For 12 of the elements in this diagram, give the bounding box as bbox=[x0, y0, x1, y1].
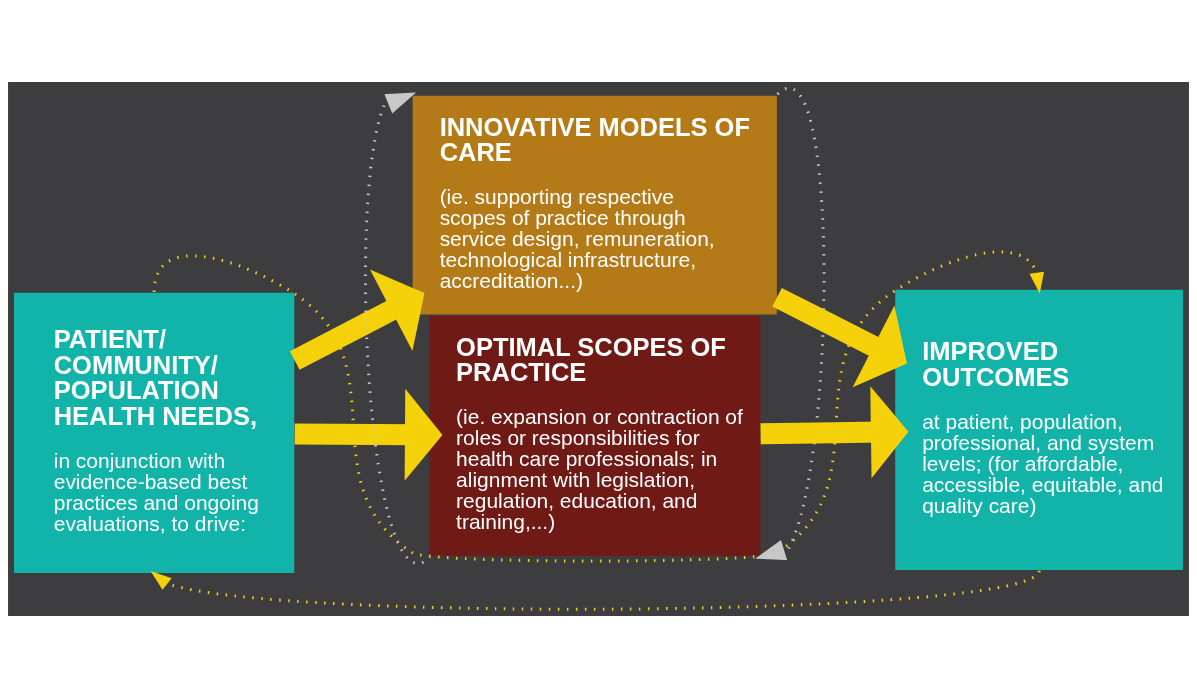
node-box: PATIENT/ COMMUNITY/ POPULATION HEALTH NEEDS, in conjunction with evidence-based best practices and ongoing evaluations, to drive: bbox=[14, 292, 295, 574]
node-box: OPTIMAL SCOPES OF PRACTICE (ie. expansion or contraction of roles or responsibilities for health care professionals; in alignment with legislation, regulation, education, and training,...) bbox=[429, 316, 761, 556]
arrow bbox=[760, 386, 909, 479]
node-box: IMPROVED OUTCOMES at patient, population, professional, and system levels; (for affordable, accessible, equitable, and quality care) bbox=[895, 289, 1183, 571]
arrow bbox=[755, 87, 826, 561]
arrow bbox=[150, 569, 1040, 611]
arrow bbox=[152, 250, 1045, 563]
arrow bbox=[772, 287, 907, 388]
arrow bbox=[294, 388, 443, 481]
arrow bbox=[364, 92, 431, 565]
node-box: INNOVATIVE MODELS OF CARE (ie. supporting respective scopes of practice through service design, remuneration, technological infrastructure, accreditation...) bbox=[412, 95, 777, 315]
arrow bbox=[289, 269, 425, 370]
